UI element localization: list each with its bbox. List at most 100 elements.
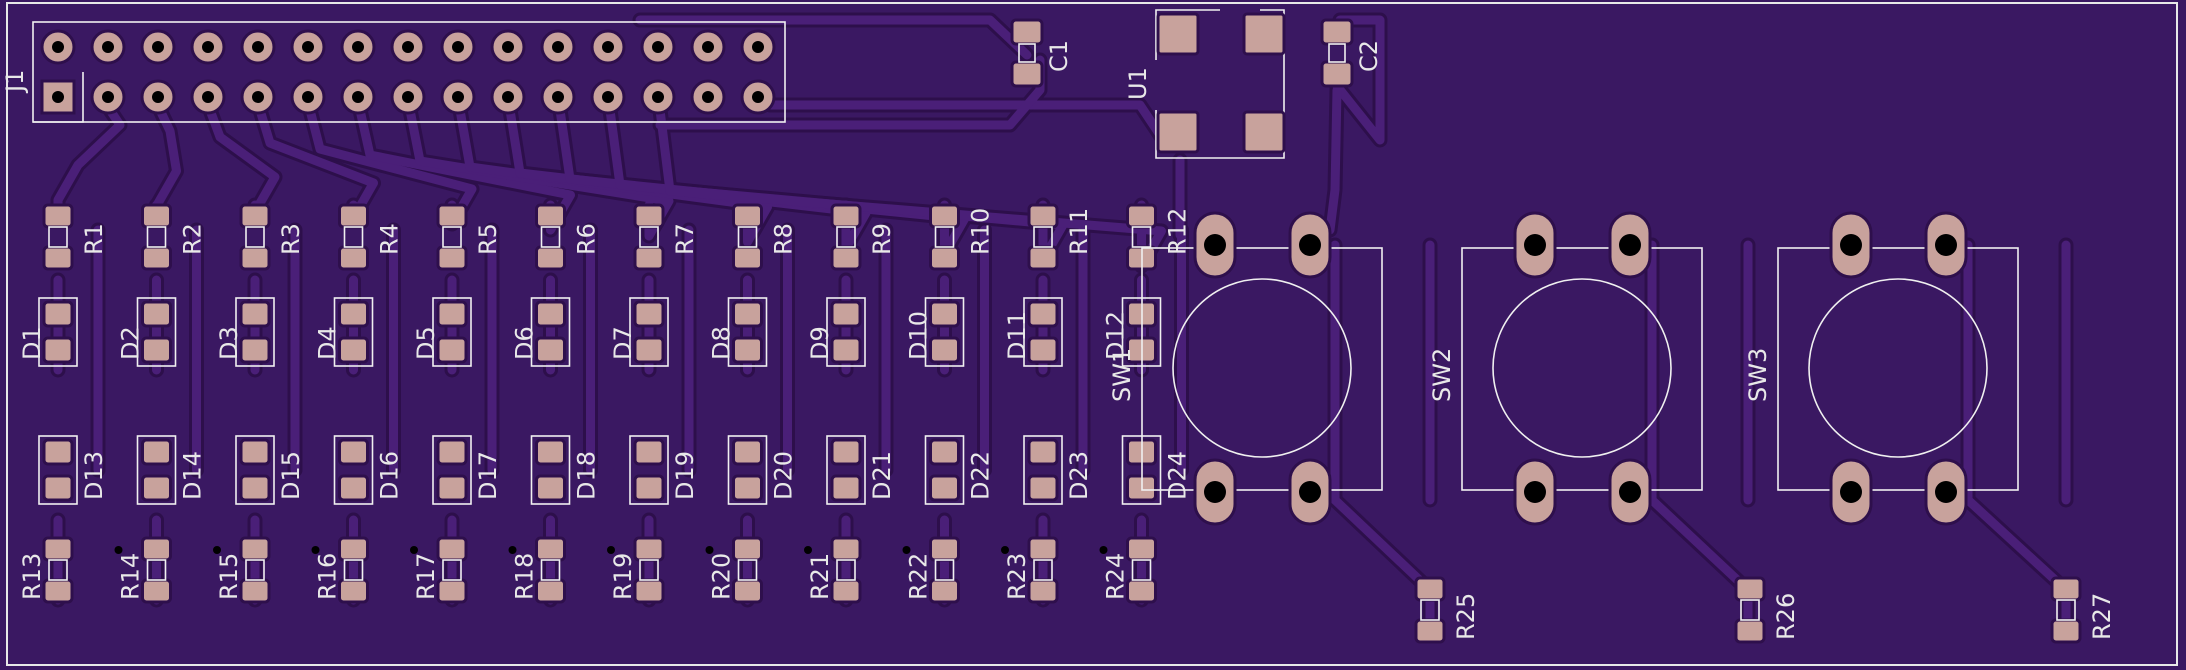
led-label: D15 <box>277 451 305 500</box>
header-pin <box>140 29 176 65</box>
led-label: D4 <box>314 326 342 360</box>
resistor: R13 <box>18 536 74 604</box>
resistor-label: R9 <box>868 223 896 255</box>
resistor-label: R5 <box>474 223 502 255</box>
led-label: D16 <box>376 451 404 500</box>
resistor-label: R22 <box>905 553 933 600</box>
via <box>410 546 418 554</box>
switch-label: SW1 <box>1108 348 1136 402</box>
header-pin <box>340 79 376 115</box>
resistor: R22 <box>902 536 960 604</box>
header-pin <box>640 29 676 65</box>
led-label: D2 <box>117 326 145 360</box>
led: D21 <box>826 435 896 505</box>
led: D14 <box>136 435 207 505</box>
resistor: R3 <box>239 203 305 271</box>
header-pin <box>440 79 476 115</box>
led: D4 <box>314 297 374 367</box>
resistor: R21 <box>804 536 862 604</box>
via <box>705 546 714 554</box>
led: D19 <box>629 435 699 505</box>
header-pin <box>590 29 626 65</box>
resistor: R19 <box>607 536 665 604</box>
led-label: D3 <box>215 326 243 360</box>
header-pin <box>440 29 476 65</box>
resistor-label: R2 <box>179 223 207 255</box>
led-label: D11 <box>1003 311 1031 360</box>
resistor-label: R25 <box>1452 593 1480 640</box>
c1-label: C1 <box>1045 40 1073 72</box>
resistor-label: R7 <box>671 223 699 255</box>
capacitor-c2: C2 <box>1320 18 1383 88</box>
header-pin <box>240 29 276 65</box>
resistor: R15 <box>213 536 271 604</box>
resistor: R14 <box>114 536 172 604</box>
led-label: D1 <box>18 326 46 360</box>
switch-label: SW2 <box>1428 348 1456 402</box>
header-pin <box>90 29 126 65</box>
via <box>1001 546 1009 554</box>
resistor: R10 <box>929 203 995 271</box>
header-pin <box>240 79 276 115</box>
resistor-label: R12 <box>1164 208 1192 255</box>
resistor-label: R13 <box>18 553 46 600</box>
led-label: D14 <box>179 451 207 500</box>
resistor-label: R26 <box>1772 593 1800 640</box>
resistor: R26 <box>1734 576 1800 644</box>
header-pin <box>740 29 776 65</box>
resistor: R25 <box>1414 576 1480 644</box>
resistor: R17 <box>410 536 468 604</box>
led: D11 <box>1003 297 1063 367</box>
via <box>607 546 615 554</box>
header-pin <box>40 79 76 115</box>
resistor-label: R6 <box>573 223 601 255</box>
header-pin <box>190 29 226 65</box>
header-pin <box>640 79 676 115</box>
via <box>804 546 812 554</box>
resistor: R4 <box>338 203 404 271</box>
resistor-label: R18 <box>511 553 539 600</box>
led-label: D8 <box>708 326 736 360</box>
resistor-label: R16 <box>314 553 342 600</box>
led: D10 <box>905 297 965 367</box>
resistor: R24 <box>1099 536 1157 604</box>
via <box>114 546 123 554</box>
led: D3 <box>215 297 275 367</box>
led-label: D23 <box>1065 451 1093 500</box>
via <box>311 546 320 554</box>
led-label: D6 <box>511 326 539 360</box>
led: D15 <box>235 435 305 505</box>
led-label: D22 <box>967 451 995 500</box>
header-pin <box>190 79 226 115</box>
resistor: R27 <box>2050 576 2116 644</box>
resistor-label: R23 <box>1003 553 1031 600</box>
switch-label: SW3 <box>1744 348 1772 402</box>
led: D8 <box>708 297 768 367</box>
header-pin <box>540 79 576 115</box>
via <box>1099 546 1108 554</box>
header-pin <box>590 79 626 115</box>
resistor-label: R21 <box>806 553 834 600</box>
header-pin <box>90 79 126 115</box>
resistor-label: R19 <box>609 553 637 600</box>
resistor-label: R15 <box>215 553 243 600</box>
resistor: R18 <box>508 536 566 604</box>
resistor: R23 <box>1001 536 1059 604</box>
resistor: R9 <box>830 203 896 271</box>
led-label: D9 <box>806 326 834 360</box>
header-pin <box>40 29 76 65</box>
c2-label: C2 <box>1355 40 1383 72</box>
led-label: D21 <box>868 451 896 500</box>
led: D6 <box>511 297 571 367</box>
resistor: R16 <box>311 536 369 604</box>
resistor-label: R10 <box>967 208 995 255</box>
j1-header: J1 <box>1 21 786 123</box>
led-label: D7 <box>609 326 637 360</box>
led-label: D19 <box>671 451 699 500</box>
led: D16 <box>333 435 404 505</box>
